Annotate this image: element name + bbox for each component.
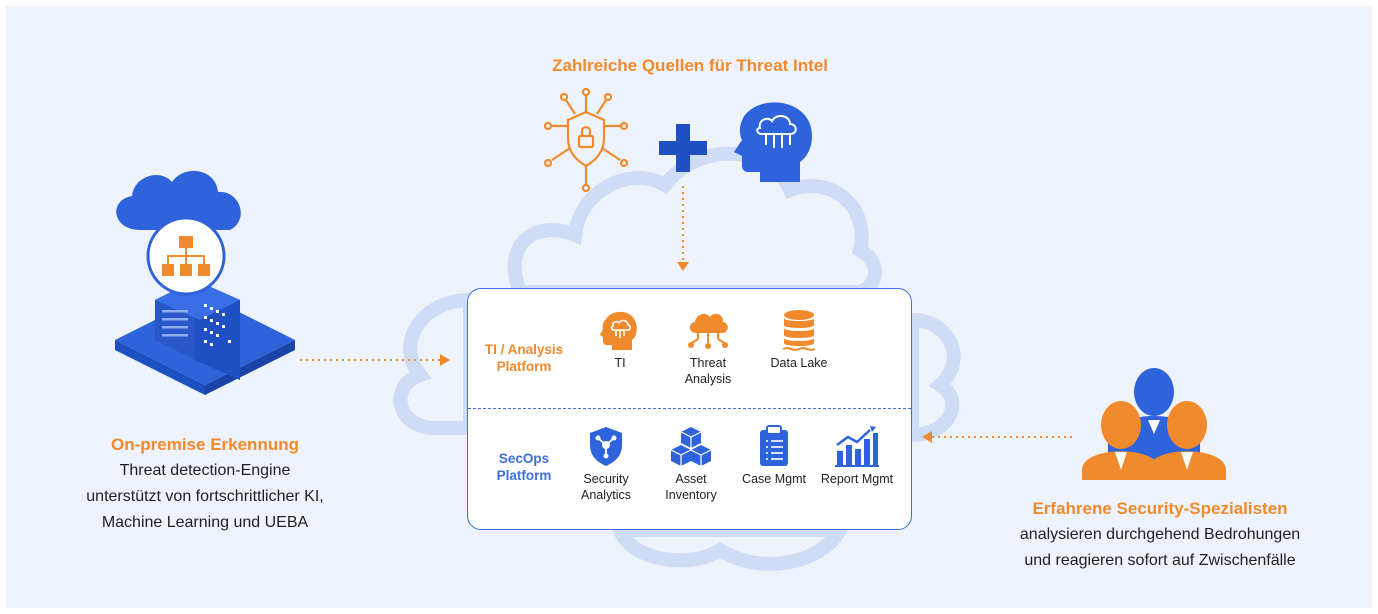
platform-box: TI / Analysis Platform TI Threat Analysi… <box>467 288 912 530</box>
bar-chart-icon <box>835 426 879 467</box>
cloud-network-icon <box>688 313 728 349</box>
module-data-lake-label: Data Lake <box>770 356 828 370</box>
secops-platform-label: SecOps Platform <box>496 451 552 483</box>
module-report-mgmt: Report Mgmt <box>817 425 897 487</box>
module-report-mgmt-label: Report Mgmt <box>820 472 894 486</box>
shield-lock-circuit-icon <box>543 87 629 193</box>
module-threat-analysis: Threat Analysis <box>668 309 748 387</box>
module-security-analytics: Security Analytics <box>566 425 646 503</box>
module-security-analytics-label: Security Analytics <box>580 472 632 502</box>
specialists-text: Erfahrene Security-Spezialisten analysie… <box>960 496 1360 574</box>
on-premise-line-2: unterstützt von fortschrittlicher KI, <box>86 488 324 505</box>
platform-divider <box>468 408 911 409</box>
arrow-head-left <box>440 354 450 366</box>
ai-head-icon <box>600 311 637 350</box>
on-premise-heading: On-premise Erkennung <box>111 435 299 454</box>
module-data-lake: Data Lake <box>759 309 839 371</box>
on-premise-text: On-premise Erkennung Threat detection-En… <box>40 432 370 536</box>
cubes-icon <box>670 427 712 466</box>
module-asset-inventory-label: Asset Inventory <box>665 472 717 502</box>
specialists-line-1: analysieren durchgehend Bedrohungen <box>1019 526 1301 543</box>
arrow-head-top <box>677 262 689 271</box>
module-case-mgmt-label: Case Mgmt <box>742 472 806 486</box>
security-team-icon <box>1082 368 1226 480</box>
module-case-mgmt: Case Mgmt <box>734 425 814 487</box>
on-premise-server-cloud-icon <box>115 170 295 395</box>
head-cloud-icon <box>734 102 812 182</box>
module-threat-analysis-label: Threat Analysis <box>684 356 732 386</box>
plus-icon <box>659 124 707 172</box>
arrow-head-right <box>922 431 932 443</box>
threat-intel-title: Zahlreiche Quellen für Threat Intel <box>552 56 828 75</box>
specialists-heading: Erfahrene Security-Spezialisten <box>1032 499 1288 518</box>
on-premise-line-3: Machine Learning und UEBA <box>101 514 309 531</box>
module-asset-inventory: Asset Inventory <box>651 425 731 503</box>
ti-platform-label: TI / Analysis Platform <box>484 342 564 374</box>
module-ti-label: TI <box>614 356 626 370</box>
module-ti: TI <box>580 309 660 371</box>
database-icon <box>782 310 816 351</box>
clipboard-icon <box>760 425 788 466</box>
big-cloud-shape <box>393 146 961 571</box>
specialists-line-2: und reagieren sofort auf Zwischenfälle <box>1024 552 1296 569</box>
shield-network-icon <box>590 427 622 466</box>
on-premise-line-1: Threat detection-Engine <box>119 462 291 479</box>
